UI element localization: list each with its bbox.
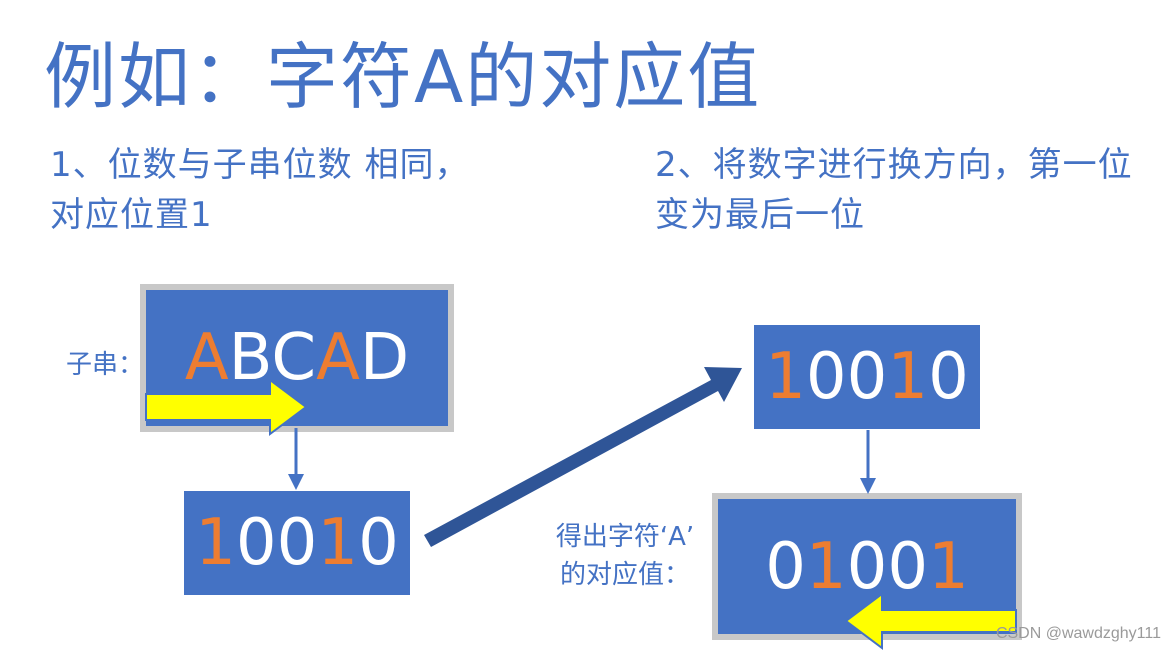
bit: 1 bbox=[195, 506, 236, 580]
substring-char: A bbox=[316, 321, 360, 395]
result-label-line2: 的对应值： bbox=[559, 560, 690, 590]
bit: 1 bbox=[765, 340, 806, 414]
substring-char: B bbox=[228, 321, 272, 395]
bits-forward-text: 10010 bbox=[195, 511, 399, 575]
substring-char: D bbox=[359, 321, 410, 395]
substring-label: 子串： bbox=[66, 350, 145, 380]
bit: 0 bbox=[765, 530, 806, 604]
step-1-text: 1、位数与子串位数 相同，对应位置1 bbox=[50, 145, 470, 235]
substring-char: A bbox=[184, 321, 229, 395]
result-label-line1: 得出字符‘A’ bbox=[555, 522, 695, 552]
watermark: CSDN @wawdzghy111 bbox=[995, 625, 1161, 642]
down-arrow-2-head-icon bbox=[860, 478, 876, 494]
result-label: 得出字符‘A’ 的对应值： bbox=[530, 518, 720, 594]
bit: 0 bbox=[358, 506, 399, 580]
bits-reversed-text: 01001 bbox=[765, 535, 969, 599]
bit: 0 bbox=[928, 340, 969, 414]
diagonal-arrow-icon bbox=[424, 367, 742, 547]
bit: 0 bbox=[276, 506, 318, 580]
bits-copy-text: 10010 bbox=[765, 345, 969, 409]
yellow-right-arrow-icon bbox=[145, 378, 308, 436]
substring-char: C bbox=[271, 321, 317, 395]
bit: 0 bbox=[235, 506, 277, 580]
bits-forward-box: 10010 bbox=[184, 491, 410, 595]
down-arrow-1-head-icon bbox=[288, 474, 304, 490]
bit: 1 bbox=[805, 530, 847, 604]
bit: 0 bbox=[846, 340, 888, 414]
bit: 1 bbox=[928, 530, 969, 604]
bit: 1 bbox=[317, 506, 359, 580]
yellow-left-arrow-icon bbox=[844, 592, 1017, 650]
step-2-text: 2、将数字进行换方向，第一位变为最后一位 bbox=[655, 145, 1133, 235]
bit: 0 bbox=[805, 340, 847, 414]
bit: 1 bbox=[887, 340, 929, 414]
substring-text: ABCAD bbox=[185, 326, 409, 390]
bit: 0 bbox=[846, 530, 888, 604]
page-title: 例如：字符A的对应值 bbox=[44, 35, 762, 119]
bits-copy-box: 10010 bbox=[754, 325, 980, 429]
bit: 0 bbox=[887, 530, 929, 604]
